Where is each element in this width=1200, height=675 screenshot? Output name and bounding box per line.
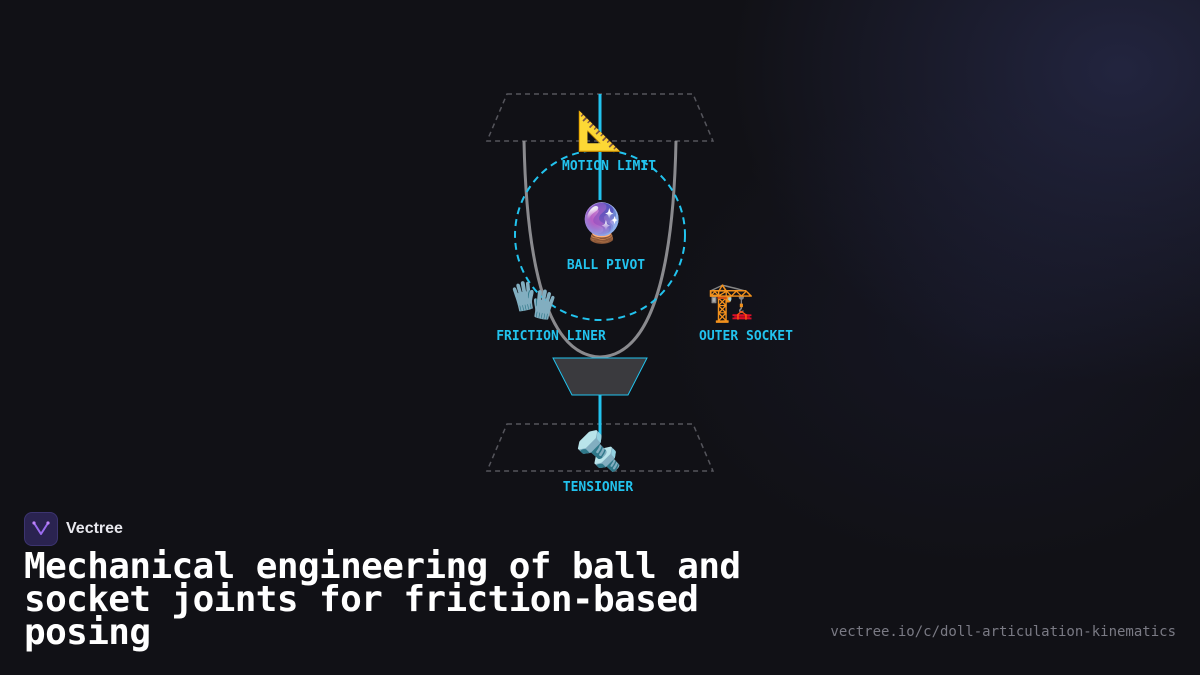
tension-housing xyxy=(552,357,648,396)
page-title: Mechanical engineering of ball and socke… xyxy=(24,546,741,653)
vectree-logo-icon xyxy=(24,512,58,546)
top-plate xyxy=(485,93,715,142)
socket-cup xyxy=(522,140,678,359)
triangular-ruler-icon: 📐 xyxy=(576,109,623,153)
ball-outline xyxy=(514,149,686,321)
ball-pivot-label: BALL PIVOT xyxy=(567,258,645,273)
crane-icon: 🏗️ xyxy=(707,280,754,324)
brand-name: Vectree xyxy=(66,520,123,537)
nut-and-bolt-icon: 🔩 xyxy=(575,429,622,473)
motion-limit-label: MOTION LIMIT xyxy=(562,159,656,174)
page-url[interactable]: vectree.io/c/doll-articulation-kinematic… xyxy=(830,624,1176,640)
outer-socket-label: OUTER SOCKET xyxy=(699,329,793,344)
bottom-plate xyxy=(485,423,715,472)
gloves-icon: 🧤 xyxy=(510,278,557,322)
crystal-ball-icon: 🔮 xyxy=(578,201,625,245)
friction-liner-label: FRICTION LINER xyxy=(496,329,606,344)
tensioner-label: TENSIONER xyxy=(563,480,634,495)
brand[interactable]: Vectree xyxy=(24,512,123,546)
